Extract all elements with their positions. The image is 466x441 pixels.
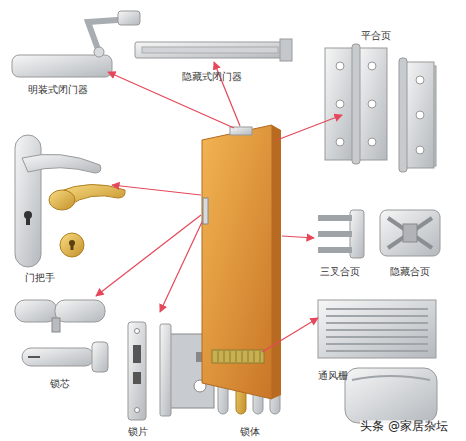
bolt-hole: [133, 372, 141, 384]
concealed-door-closer: [135, 39, 292, 61]
leader-arrow: [160, 222, 202, 312]
closer-body: [12, 55, 112, 77]
part-label: 锁芯: [50, 378, 70, 389]
hinge-pivot: [403, 224, 417, 242]
cylinder-half: [15, 300, 57, 322]
gold-rosette: [49, 190, 75, 210]
part-label: 平合页: [361, 30, 391, 41]
door-vent-slats: [218, 351, 260, 362]
leader-arrow: [282, 236, 314, 238]
surface-door-closer: [12, 11, 140, 77]
leader-arrow: [96, 215, 201, 296]
watermark: 头条 @家居杂坛: [360, 420, 448, 433]
hidden-hinge-body: [380, 210, 440, 256]
hinge-bolt: [318, 215, 352, 221]
strike-plate: [128, 322, 146, 420]
cylinder-half: [55, 300, 105, 322]
keyhole: [26, 215, 30, 225]
door: [202, 125, 281, 399]
screw-hole: [368, 138, 376, 146]
flat-hinge: [325, 44, 436, 172]
part-label: 通风栅: [318, 370, 348, 381]
hinge-knuckle: [399, 58, 407, 172]
part-label: 三叉合页: [320, 266, 360, 277]
door-edge: [272, 125, 281, 399]
hinge-leaf: [325, 48, 355, 160]
leader-arrow: [262, 318, 318, 352]
part-label: 锁体: [240, 426, 260, 437]
cylinder-body: [22, 348, 94, 366]
leader-arrow: [277, 115, 342, 140]
cylinder-knob: [92, 342, 108, 372]
cylinder-cam: [52, 318, 60, 332]
screw-hole: [135, 329, 140, 334]
hinge-body: [350, 210, 364, 258]
keyhole: [71, 243, 74, 250]
hinge-bolt: [318, 247, 352, 253]
screw-hole: [416, 146, 424, 154]
screw-hole: [135, 408, 140, 413]
door-handle: [15, 135, 125, 267]
part-label: 隐藏式闭门器: [182, 71, 242, 82]
part-label: 门把手: [25, 272, 55, 283]
leader-arrow: [112, 185, 201, 195]
screw-hole: [416, 76, 424, 84]
vent-grille: [318, 300, 437, 423]
hinge-leaf: [357, 48, 387, 160]
lock-cylinders: [15, 300, 108, 372]
part-label: 隐藏合页: [390, 266, 430, 277]
keyway: [28, 356, 40, 358]
hinge-leaf: [404, 62, 434, 168]
screw-hole: [416, 111, 424, 119]
part-label: 锁片: [128, 426, 148, 437]
grille-profile: [345, 368, 437, 423]
concealed-hinges: [318, 210, 440, 258]
leader-arrows: [96, 62, 342, 352]
door-lock-mark: [203, 198, 208, 224]
latch-hole: [133, 345, 141, 363]
closer-bar: [135, 42, 290, 58]
door-vent: [212, 350, 264, 363]
hinge-knuckle: [352, 44, 360, 164]
profile-edge: [352, 376, 430, 380]
strike-plate-body: [128, 322, 146, 420]
screw-hole: [368, 62, 376, 70]
screw-hole: [336, 62, 344, 70]
hinge-bolt: [318, 231, 352, 237]
screw-hole: [336, 100, 344, 108]
closer-end: [280, 39, 292, 61]
door-leaf: [202, 125, 272, 399]
closer-bracket: [118, 11, 140, 25]
screw-hole: [336, 138, 344, 146]
grille-slats: [326, 309, 428, 351]
closer-track: [142, 47, 278, 53]
screw-hole: [368, 100, 376, 108]
part-label: 明装式闭门器: [28, 84, 88, 95]
hinge-arms: [388, 218, 432, 248]
handle-lever: [22, 154, 101, 173]
lock-faceplate: [160, 324, 171, 416]
grille-frame: [318, 300, 436, 358]
gold-escutcheon: [60, 233, 84, 257]
closer-pivot: [94, 47, 104, 57]
